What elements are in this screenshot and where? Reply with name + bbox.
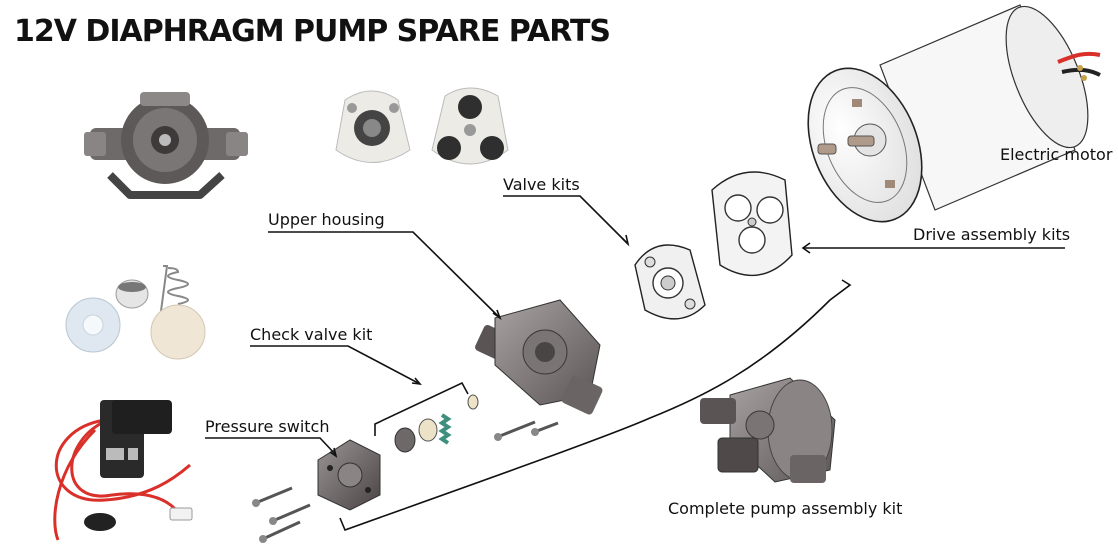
upper-housing-drawing	[475, 299, 603, 415]
valve-kits-photo	[335, 87, 509, 165]
assembly-brace	[339, 279, 852, 532]
label-pressure-switch: Pressure switch	[205, 417, 330, 436]
pump-head-photo	[84, 92, 248, 199]
check-valve-arrowhead	[411, 377, 422, 386]
pressure-switch-leader	[205, 437, 337, 456]
check-valve-leader	[250, 345, 421, 385]
pressure-switch-arrowhead	[329, 447, 338, 458]
drive-assembly-drawing	[711, 171, 793, 277]
check-valve-bracket	[374, 381, 469, 436]
page-title: 12V DIAPHRAGM PUMP SPARE PARTS	[14, 14, 611, 49]
pressure-switch-photo	[53, 400, 193, 541]
label-complete-pump-assembly-kit: Complete pump assembly kit	[668, 499, 903, 518]
check-valve-parts-drawing	[394, 394, 479, 453]
drive-assembly-arrowhead	[801, 242, 811, 254]
label-check-valve-kit: Check valve kit	[250, 325, 373, 344]
upper-housing-arrowhead	[492, 309, 502, 321]
valve-kits-arrowhead	[621, 234, 630, 247]
electric-motor-drawing	[807, 4, 1101, 223]
screws-drawing	[252, 420, 559, 543]
valve-kits-leader	[503, 195, 629, 245]
pump-assembly-drawing	[700, 377, 836, 483]
check-valve-photo	[65, 265, 206, 360]
valve-plate-drawing	[634, 244, 706, 320]
pressure-switch-drawing	[317, 439, 381, 511]
label-electric-motor: Electric motor	[1000, 145, 1113, 164]
label-valve-kits: Valve kits	[503, 175, 580, 194]
leader-lines	[205, 195, 1065, 532]
label-upper-housing: Upper housing	[268, 210, 385, 229]
label-drive-assembly-kits: Drive assembly kits	[913, 225, 1071, 244]
upper-housing-leader	[268, 231, 501, 319]
